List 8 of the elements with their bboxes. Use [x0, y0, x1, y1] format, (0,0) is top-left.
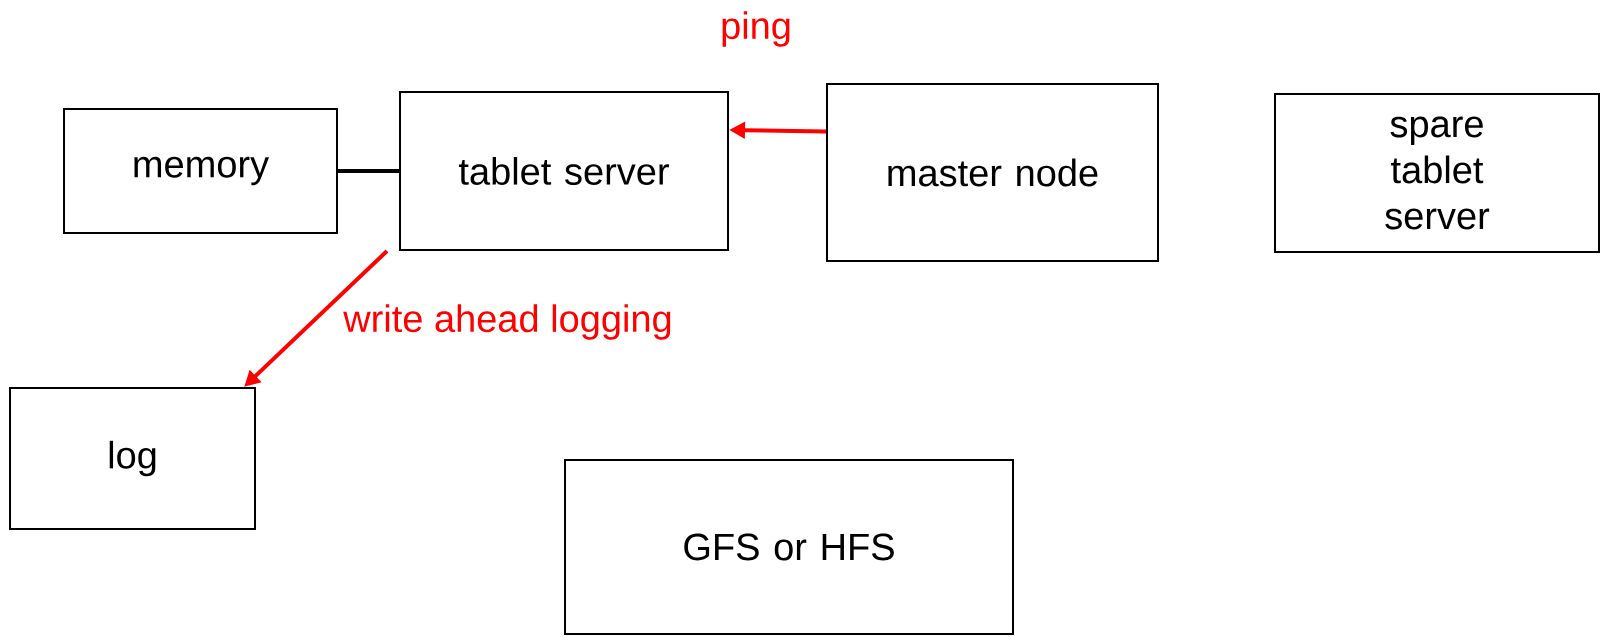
edge-label: write ahead logging — [341, 302, 675, 342]
box: master node — [826, 83, 1159, 262]
box: tablet server — [399, 91, 729, 251]
box: spare tablet server — [1274, 93, 1600, 253]
box: log — [9, 387, 256, 530]
box: memory — [63, 108, 338, 234]
box: GFS or HFS — [564, 459, 1014, 635]
edge-label: ping — [718, 9, 794, 49]
